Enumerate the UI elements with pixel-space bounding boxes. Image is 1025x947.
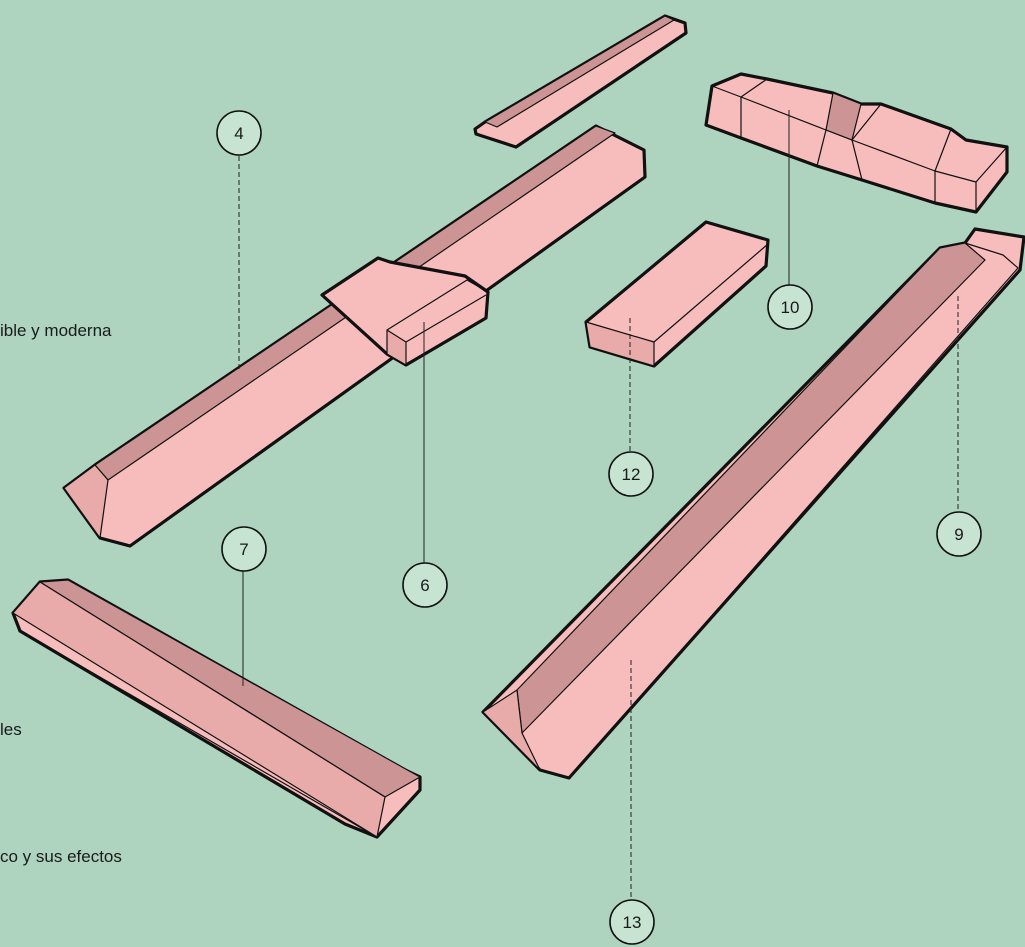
building-top-strip [473, 14, 688, 149]
legend-fragment-2: les [0, 720, 22, 739]
legend-fragment-1: ible y moderna [0, 321, 112, 340]
legend-fragment-3: co y sus efectos [0, 847, 122, 866]
callout-6-number: 6 [420, 576, 429, 595]
callout-7-number: 7 [239, 540, 248, 559]
callout-12: 12 [608, 451, 654, 497]
callout-13: 13 [609, 899, 655, 945]
building-10 [704, 72, 1009, 214]
callout-9-number: 9 [954, 525, 963, 544]
callout-7: 7 [221, 526, 267, 572]
callout-6: 6 [402, 562, 448, 608]
callout-10-number: 10 [781, 298, 800, 317]
callout-9: 9 [936, 511, 982, 557]
building-12 [584, 220, 770, 368]
callout-4: 4 [216, 110, 262, 156]
callout-13-number: 13 [623, 913, 642, 932]
building-6-annex [320, 256, 490, 367]
building-4 [62, 124, 647, 548]
building-7 [11, 578, 422, 839]
callout-4-number: 4 [234, 124, 243, 143]
building-9-13 [481, 227, 1025, 780]
callout-12-number: 12 [622, 465, 641, 484]
callout-10: 10 [767, 284, 813, 330]
